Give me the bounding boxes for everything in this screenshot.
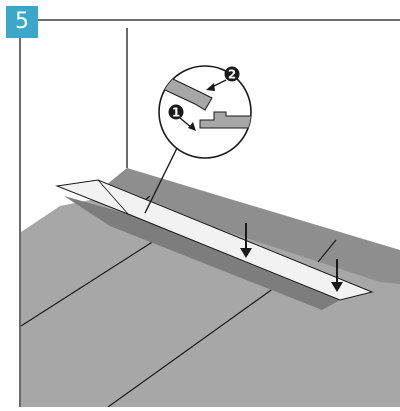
down-arrow-icon: [331, 259, 343, 292]
step-number-badge: 5: [6, 6, 38, 38]
callout-leader-line: [144, 141, 181, 214]
step-marker-1-label: 1: [172, 106, 180, 120]
plank-short-edge: [97, 179, 129, 215]
floor-seam: [107, 277, 289, 408]
step-marker-2: [224, 66, 240, 82]
push-arrow-icon: [179, 117, 196, 131]
floor-seam: [20, 231, 169, 327]
plank-shadow: [64, 196, 340, 310]
rotate-arrow-icon: [206, 79, 227, 91]
wall-strip-seam: [317, 239, 337, 263]
down-arrow-icon: [240, 223, 252, 258]
room-outline: [19, 19, 400, 407]
plank-top-face: [55, 179, 374, 301]
step-marker-2-label: 2: [228, 68, 236, 82]
wall-base-strip: [100, 168, 400, 284]
joint-detail-callout: 2 1: [158, 65, 252, 159]
detail-flat-plank: [199, 111, 251, 129]
step-marker-1: [168, 104, 184, 120]
